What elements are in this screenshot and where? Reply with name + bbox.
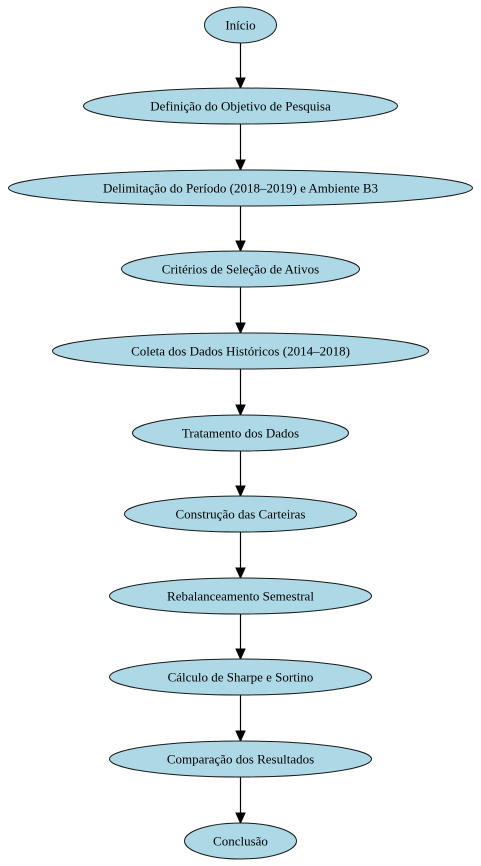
arrowhead-icon [235,485,246,498]
flow-node-delimitacao: Delimitação do Período (2018–2019) e Amb… [8,169,473,207]
node-label-criterios: Critérios de Seleção de Ativos [162,262,319,277]
node-label-calculo: Cálculo de Sharpe e Sortino [168,670,314,685]
node-shape-construcao [124,495,357,533]
flow-edge-inicio-objetivo [235,43,246,90]
flow-edge-delimitacao-criterios [235,206,246,253]
node-label-tratamento: Tratamento dos Dados [182,426,299,441]
arrowhead-icon [235,812,246,825]
node-label-objetivo: Definição do Objetivo de Pesquisa [150,99,331,114]
flow-edge-rebalanceamento-calculo [235,614,246,661]
node-shape-inicio [204,6,277,44]
edges-layer [235,43,246,825]
arrowhead-icon [235,730,246,743]
arrowhead-icon [235,240,246,253]
arrowhead-icon [235,322,246,335]
node-shape-coleta [52,332,429,370]
node-shape-rebalanceamento [109,577,372,615]
arrowhead-icon [235,159,246,172]
flow-edge-construcao-rebalanceamento [235,532,246,580]
arrowhead-icon [235,77,246,90]
flow-node-construcao: Construção das Carteiras [124,495,357,533]
flow-node-objetivo: Definição do Objetivo de Pesquisa [83,87,398,125]
arrowhead-icon [235,404,246,417]
flow-edge-criterios-coleta [235,287,246,335]
arrowhead-icon [235,648,246,661]
node-label-inicio: Início [225,18,255,33]
arrowhead-icon [235,567,246,580]
flow-edge-calculo-comparacao [235,695,246,743]
flow-node-inicio: Início [204,6,277,44]
node-shape-calculo [109,658,372,696]
node-shape-delimitacao [8,169,473,207]
flow-edge-objetivo-delimitacao [235,124,246,172]
node-shape-comparacao [109,740,372,778]
flow-edge-comparacao-conclusao [235,777,246,825]
node-label-comparacao: Comparação dos Resultados [167,752,314,767]
node-shape-conclusao [184,822,297,860]
flow-node-conclusao: Conclusão [184,822,297,860]
node-shape-tratamento [132,414,349,452]
flow-node-comparacao: Comparação dos Resultados [109,740,372,778]
node-label-coleta: Coleta dos Dados Históricos (2014–2018) [131,344,350,359]
flow-node-rebalanceamento: Rebalanceamento Semestral [109,577,372,615]
node-label-conclusao: Conclusão [213,834,268,849]
flow-edge-coleta-tratamento [235,369,246,417]
flow-node-tratamento: Tratamento dos Dados [132,414,349,452]
node-shape-criterios [121,250,360,288]
flow-node-calculo: Cálculo de Sharpe e Sortino [109,658,372,696]
flow-edge-tratamento-construcao [235,451,246,498]
node-label-delimitacao: Delimitação do Período (2018–2019) e Amb… [103,181,378,196]
node-label-construcao: Construção das Carteiras [176,507,306,522]
node-label-rebalanceamento: Rebalanceamento Semestral [167,589,314,604]
node-shape-objetivo [83,87,398,125]
flow-node-coleta: Coleta dos Dados Históricos (2014–2018) [52,332,429,370]
flow-node-criterios: Critérios de Seleção de Ativos [121,250,360,288]
